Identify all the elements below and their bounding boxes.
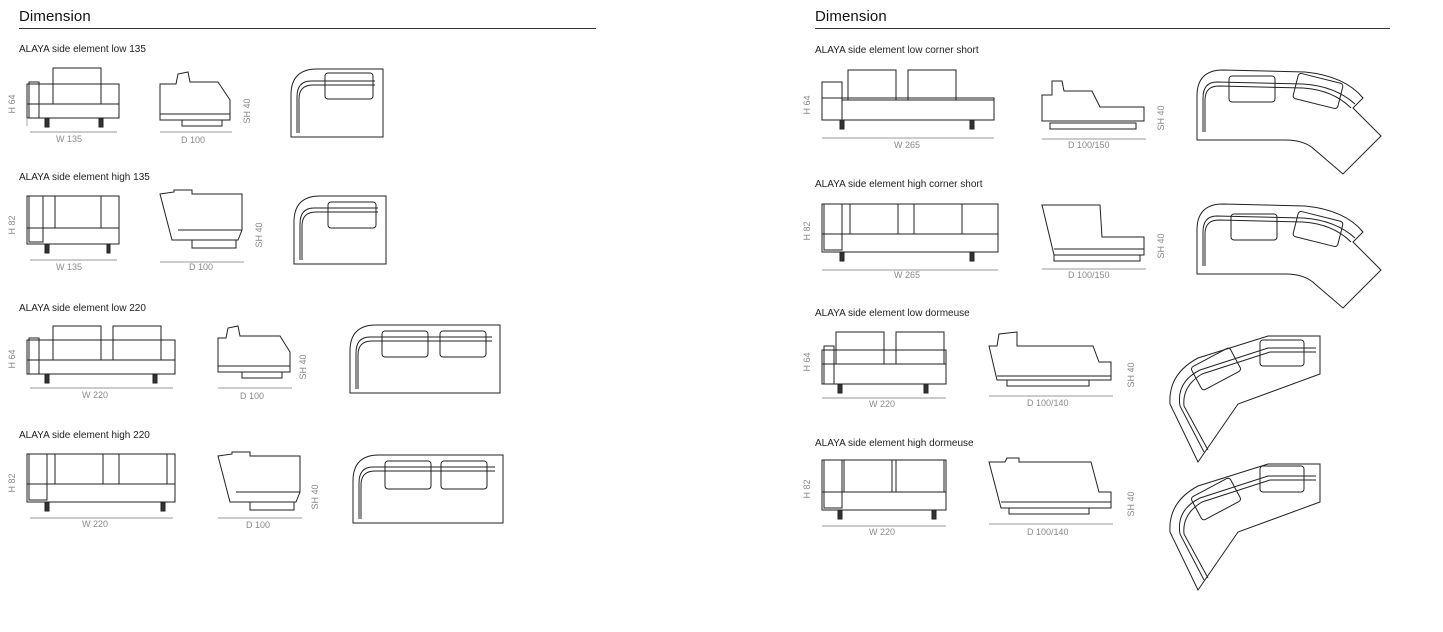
top-view-drawing <box>1168 462 1322 592</box>
width-label: W 135 <box>56 262 83 272</box>
height-label: H 64 <box>7 94 17 114</box>
front-view-drawing <box>25 452 177 520</box>
top-view-drawing <box>1195 202 1381 310</box>
depth-label: D 100/150 <box>1068 270 1110 280</box>
front-view-drawing <box>820 330 948 398</box>
left-title-rule <box>19 28 596 29</box>
top-view-drawing <box>289 67 385 139</box>
side-view-drawing <box>1040 73 1152 139</box>
side-view-drawing <box>216 324 296 388</box>
width-label: W 265 <box>894 270 921 280</box>
seat-height-label: SH 40 <box>1126 362 1136 388</box>
seat-height-label: SH 40 <box>254 222 264 248</box>
height-label: H 64 <box>7 349 17 369</box>
depth-label: D 100/140 <box>1027 527 1069 537</box>
seat-height-label: SH 40 <box>298 354 308 380</box>
item-caption: ALAYA side element low 135 <box>19 44 146 55</box>
height-label: H 82 <box>7 473 17 493</box>
width-label: W 220 <box>869 399 896 409</box>
depth-label: D 100 <box>189 262 214 272</box>
top-view-drawing <box>292 194 388 266</box>
top-view-drawing <box>1195 68 1381 176</box>
item-caption: ALAYA side element high 220 <box>19 430 150 441</box>
front-view-drawing <box>25 194 120 262</box>
item-caption: ALAYA side element low dormeuse <box>815 308 970 319</box>
front-view-drawing <box>820 458 948 526</box>
item-caption: ALAYA side element high corner short <box>815 179 983 190</box>
right-title-rule <box>815 28 1390 29</box>
front-view-drawing <box>25 66 120 132</box>
width-label: W 220 <box>869 527 896 537</box>
height-label: H 82 <box>802 479 812 499</box>
side-view-drawing <box>1040 203 1152 269</box>
seat-height-label: SH 40 <box>1156 233 1166 259</box>
item-caption: ALAYA side element low corner short <box>815 45 979 56</box>
seat-height-label: SH 40 <box>1126 491 1136 517</box>
height-label: H 64 <box>802 95 812 115</box>
front-view-drawing <box>820 68 996 140</box>
height-label: H 64 <box>802 352 812 372</box>
width-label: W 220 <box>82 390 109 400</box>
height-label: H 82 <box>7 215 17 235</box>
right-section-title: Dimension <box>815 8 887 25</box>
width-label: W 265 <box>894 140 921 150</box>
top-view-drawing <box>348 323 502 395</box>
left-section-title: Dimension <box>19 8 91 25</box>
side-view-drawing <box>158 190 248 262</box>
side-view-drawing <box>158 70 238 132</box>
front-view-drawing <box>820 200 1000 272</box>
top-view-drawing <box>1168 334 1322 464</box>
seat-height-label: SH 40 <box>1156 105 1166 131</box>
seat-height-label: SH 40 <box>242 98 252 124</box>
side-view-drawing <box>216 452 306 518</box>
width-label: W 135 <box>56 134 83 144</box>
seat-height-label: SH 40 <box>310 484 320 510</box>
depth-label: D 100/150 <box>1068 140 1110 150</box>
width-label: W 220 <box>82 519 109 529</box>
front-view-drawing <box>25 322 177 388</box>
height-label: H 82 <box>802 221 812 241</box>
item-caption: ALAYA side element high dormeuse <box>815 438 974 449</box>
depth-label: D 100 <box>240 391 265 401</box>
depth-label: D 100 <box>181 135 206 145</box>
top-view-drawing <box>351 453 505 525</box>
item-caption: ALAYA side element low 220 <box>19 303 146 314</box>
depth-label: D 100/140 <box>1027 398 1069 408</box>
item-caption: ALAYA side element high 135 <box>19 172 150 183</box>
depth-label: D 100 <box>246 520 271 530</box>
side-view-drawing <box>987 332 1119 396</box>
side-view-drawing <box>987 458 1119 524</box>
